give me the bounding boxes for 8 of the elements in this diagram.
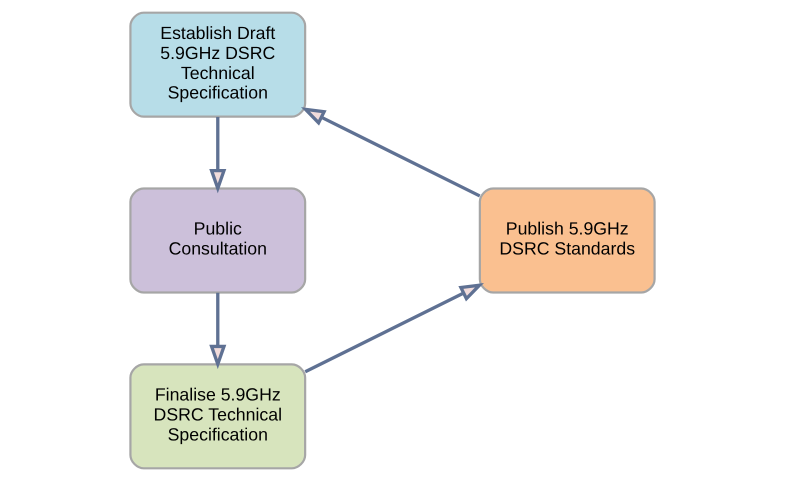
arrow bbox=[301, 107, 480, 198]
arrow bbox=[209, 116, 226, 194]
arrow bbox=[304, 282, 484, 374]
node-box: Establish Draft 5.9GHz DSRC Technical Specification bbox=[129, 12, 306, 118]
node-box: Finalise 5.9GHz DSRC Technical Specification bbox=[129, 363, 306, 470]
node-box: Publish 5.9GHz DSRC Standards bbox=[478, 187, 656, 294]
arrow bbox=[209, 292, 226, 370]
node-box: Public Consultation bbox=[129, 187, 306, 294]
